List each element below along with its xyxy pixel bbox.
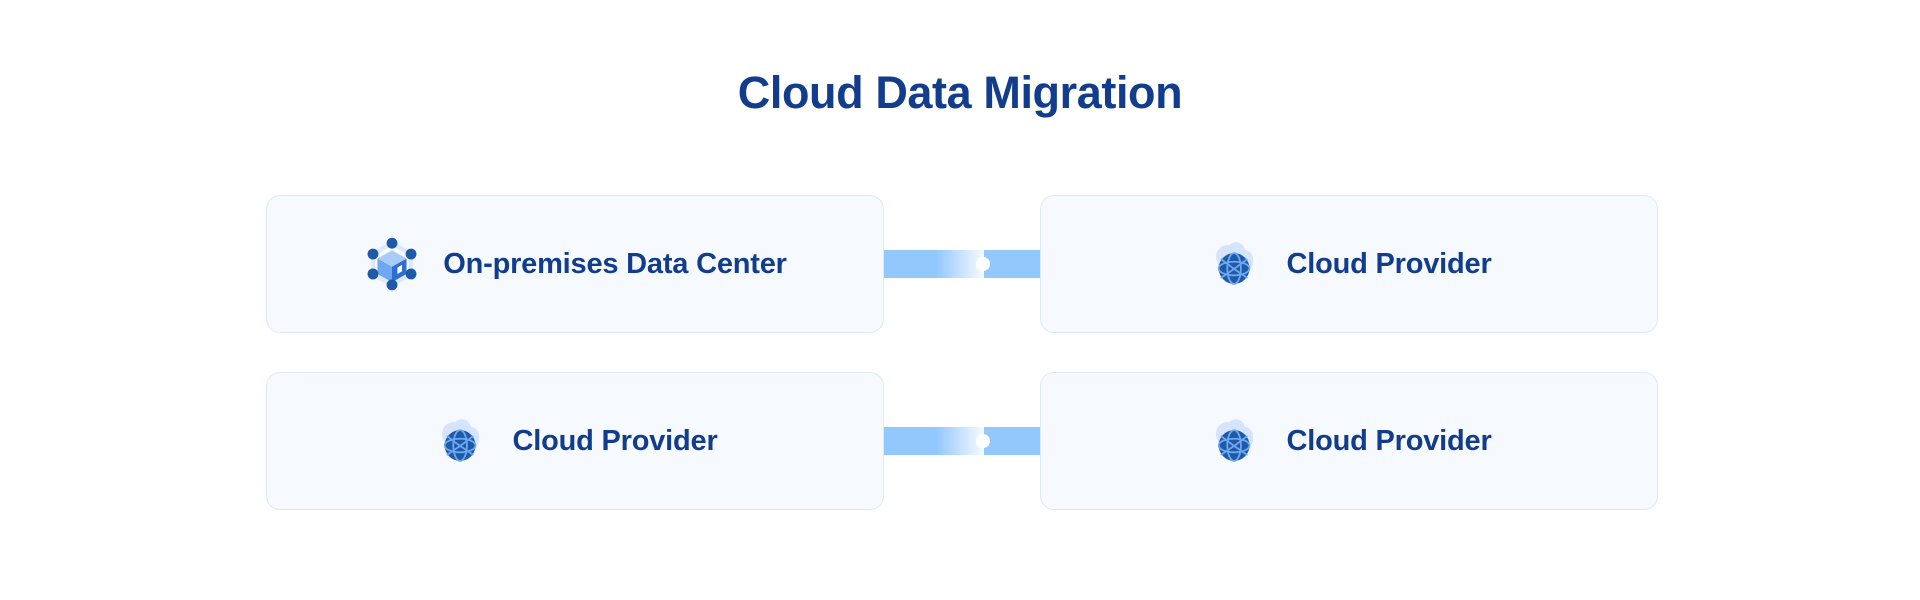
page-title: Cloud Data Migration	[737, 67, 1183, 118]
cloud-provider-icon	[442, 419, 480, 462]
cloud-provider-icon	[1216, 242, 1254, 285]
node-label: Cloud Provider	[1286, 247, 1492, 280]
node-label: Cloud Provider	[1286, 424, 1492, 457]
source-node-card[interactable]: Cloud Provider	[266, 372, 884, 510]
target-node-card[interactable]: Cloud Provider	[1040, 195, 1658, 333]
node-label: On-premises Data Center	[443, 247, 787, 280]
cloud-provider-icon	[1216, 419, 1254, 462]
migration-diagram: On-premises Data Center	[266, 195, 1658, 510]
migration-connector	[884, 250, 1040, 278]
migration-row: Cloud Provider	[266, 372, 1658, 510]
migration-connector	[884, 427, 1040, 455]
on-premises-data-center-icon	[367, 237, 417, 291]
source-node-card[interactable]: On-premises Data Center	[266, 195, 884, 333]
node-label: Cloud Provider	[512, 424, 718, 457]
target-node-card[interactable]: Cloud Provider	[1040, 372, 1658, 510]
migration-row: On-premises Data Center	[266, 195, 1658, 333]
packet-dot-icon	[976, 257, 990, 271]
packet-dot-icon	[976, 434, 990, 448]
